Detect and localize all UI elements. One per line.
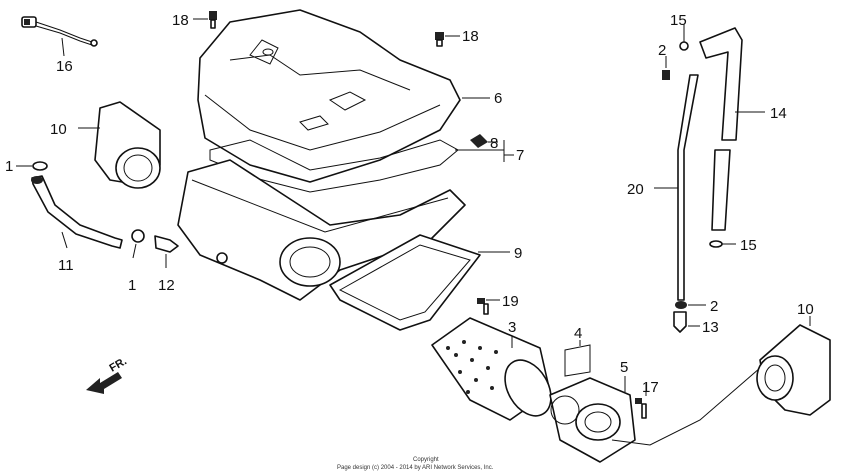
label-18-right: 18 — [462, 28, 479, 45]
part-14-hose[interactable] — [699, 27, 743, 231]
label-2-bottom: 2 — [710, 298, 718, 315]
label-12: 12 — [158, 277, 175, 294]
label-10-left: 10 — [50, 121, 67, 138]
label-18-left: 18 — [172, 12, 189, 29]
part-15-clamp-bottom[interactable] — [709, 240, 723, 248]
part-3-filter-element[interactable] — [431, 317, 560, 424]
part-11-hose[interactable] — [31, 175, 123, 249]
copyright-line2: Page design (c) 2004 - 2014 by ARI Netwo… — [337, 465, 494, 471]
label-13: 13 — [702, 319, 719, 336]
part-6-cover[interactable] — [197, 9, 461, 183]
part-16-sensor[interactable] — [21, 16, 98, 47]
label-17: 17 — [642, 379, 659, 396]
label-1-left: 1 — [5, 158, 13, 175]
part-10-duct-left[interactable] — [94, 101, 161, 189]
label-7: 7 — [516, 147, 524, 164]
part-2-clamp-top[interactable] — [662, 70, 670, 80]
part-13-drain-plug[interactable] — [673, 311, 687, 333]
part-9-filter-frame[interactable] — [329, 234, 481, 331]
part-2-clamp-bottom[interactable] — [675, 301, 687, 309]
part-19-bolt[interactable] — [477, 298, 489, 315]
label-10-right: 10 — [797, 301, 814, 318]
part-8-clip[interactable] — [470, 134, 488, 148]
part-1-clamp-lower[interactable] — [131, 229, 145, 243]
copyright-line1: Copyright — [413, 457, 439, 463]
part-18-bolt-right[interactable] — [435, 32, 444, 47]
label-15-top: 15 — [670, 12, 687, 29]
label-14: 14 — [770, 105, 787, 122]
part-15-clamp-top[interactable] — [679, 41, 689, 51]
label-5: 5 — [620, 359, 628, 376]
label-20: 20 — [627, 181, 644, 198]
front-label: FR. — [108, 355, 129, 374]
label-1-lower: 1 — [128, 277, 136, 294]
label-11: 11 — [58, 257, 74, 274]
label-8: 8 — [490, 135, 498, 152]
label-19: 19 — [502, 293, 519, 310]
label-3: 3 — [508, 319, 516, 336]
part-20-tube[interactable] — [677, 74, 699, 301]
part-17-bolt[interactable] — [635, 398, 647, 419]
label-2-top: 2 — [658, 42, 666, 59]
label-15-bottom: 15 — [740, 237, 757, 254]
part-12-plug[interactable] — [154, 235, 179, 253]
front-direction-arrow: FR. — [86, 355, 129, 394]
label-16: 16 — [56, 58, 73, 75]
part-1-clamp-left[interactable] — [32, 161, 48, 171]
part-4-gasket[interactable] — [564, 344, 591, 377]
part-5-flange[interactable] — [549, 377, 636, 463]
label-6: 6 — [494, 90, 502, 107]
part-10-duct-right[interactable] — [756, 324, 831, 416]
label-9: 9 — [514, 245, 522, 262]
part-18-bolt-left[interactable] — [209, 11, 217, 29]
label-4: 4 — [574, 325, 582, 342]
